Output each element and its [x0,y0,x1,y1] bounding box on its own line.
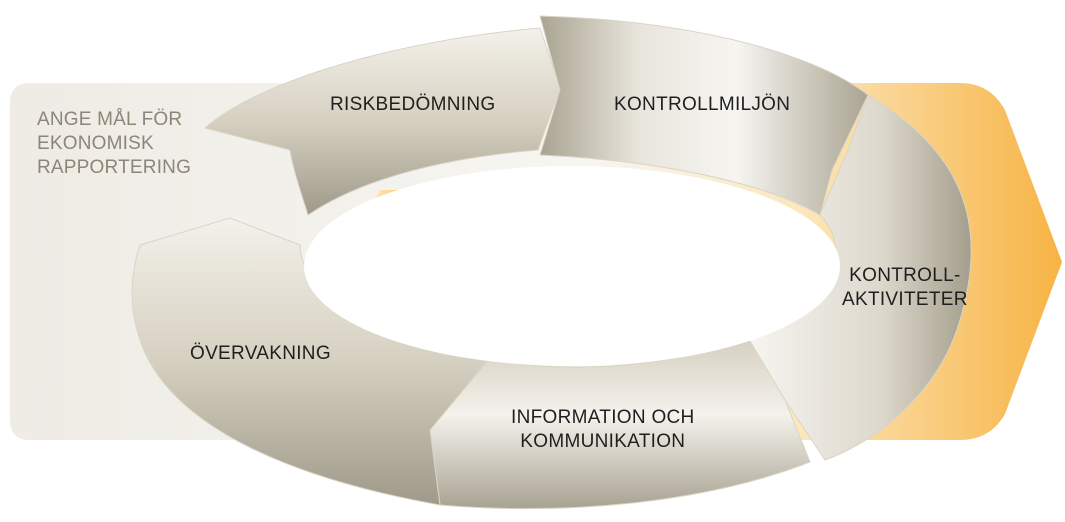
segment-label-kontrollaktiviteter: KONTROLL- AKTIVITETER [842,265,968,310]
segment-information-shape [429,337,811,510]
segment-label-riskbedomning: RISKBEDÖMNING [330,94,496,115]
segment-label-kontrollmiljon: KONTROLLMILJÖN [614,94,791,115]
segment-label-overvakning: ÖVERVAKNING [190,343,331,364]
goal-label: ANGE MÅL FÖR EKONOMISK RAPPORTERING [37,109,192,178]
ring-center-hole [304,166,840,366]
segment-label-information: INFORMATION OCH KOMMUNIKATION [511,407,695,452]
segment-riskbedomning-shape [203,27,561,216]
segment-kontrollmiljon-shape [539,15,869,216]
